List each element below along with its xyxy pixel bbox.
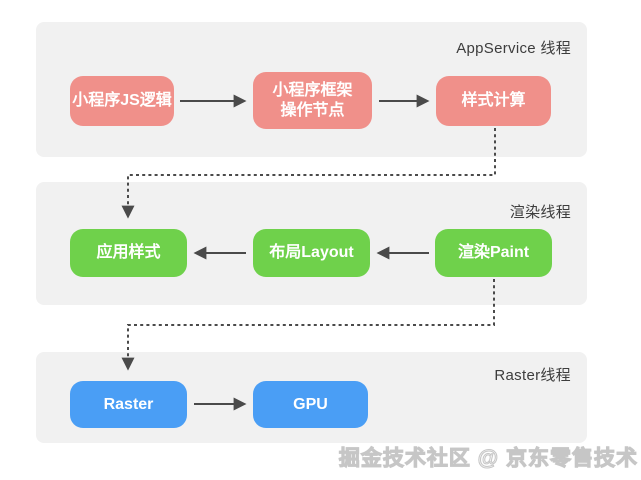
- node-gpu: GPU: [253, 381, 368, 428]
- node-raster: Raster: [70, 381, 187, 428]
- node-layout: 布局Layout: [253, 229, 370, 277]
- lane-render-label: 渲染线程: [509, 204, 571, 221]
- lane-raster-label: Raster线程: [494, 367, 571, 384]
- node-apply-styles: 应用样式: [70, 229, 187, 277]
- lane-appservice-label: AppService 线程: [456, 40, 571, 57]
- node-style-calculation: 样式计算: [436, 76, 551, 126]
- node-miniprogram-js-logic: 小程序JS逻辑: [70, 76, 174, 126]
- node-paint: 渲染Paint: [435, 229, 552, 277]
- node-miniprogram-framework-operate-nodes: 小程序框架 操作节点: [253, 72, 372, 129]
- watermark-text: 掘金技术社区 @ 京东零售技术: [338, 447, 638, 471]
